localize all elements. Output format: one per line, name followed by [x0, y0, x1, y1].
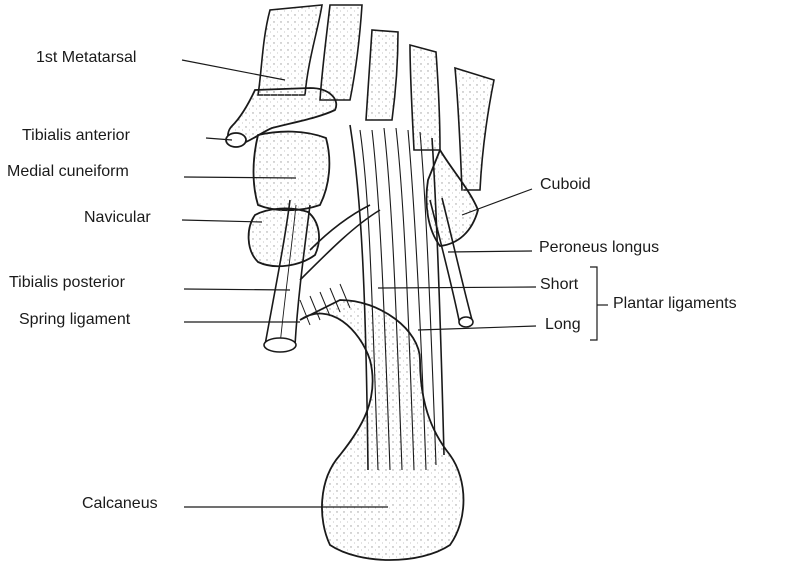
label-short: Short [540, 275, 578, 295]
label-tibialis-anterior: Tibialis anterior [22, 126, 130, 146]
label-spring-ligament: Spring ligament [19, 310, 130, 330]
label-peroneus-longus: Peroneus longus [539, 238, 659, 258]
calcaneus-bone [300, 300, 464, 560]
label-1st-metatarsal: 1st Metatarsal [36, 48, 136, 68]
label-medial-cuneiform: Medial cuneiform [7, 162, 129, 182]
label-navicular: Navicular [84, 208, 151, 228]
label-cuboid: Cuboid [540, 175, 591, 195]
medial-cuneiform-bone [254, 132, 330, 211]
label-plantar-ligaments: Plantar ligaments [613, 294, 737, 314]
label-tibialis-posterior: Tibialis posterior [9, 273, 125, 293]
label-long: Long [545, 315, 581, 335]
label-calcaneus: Calcaneus [82, 494, 158, 514]
